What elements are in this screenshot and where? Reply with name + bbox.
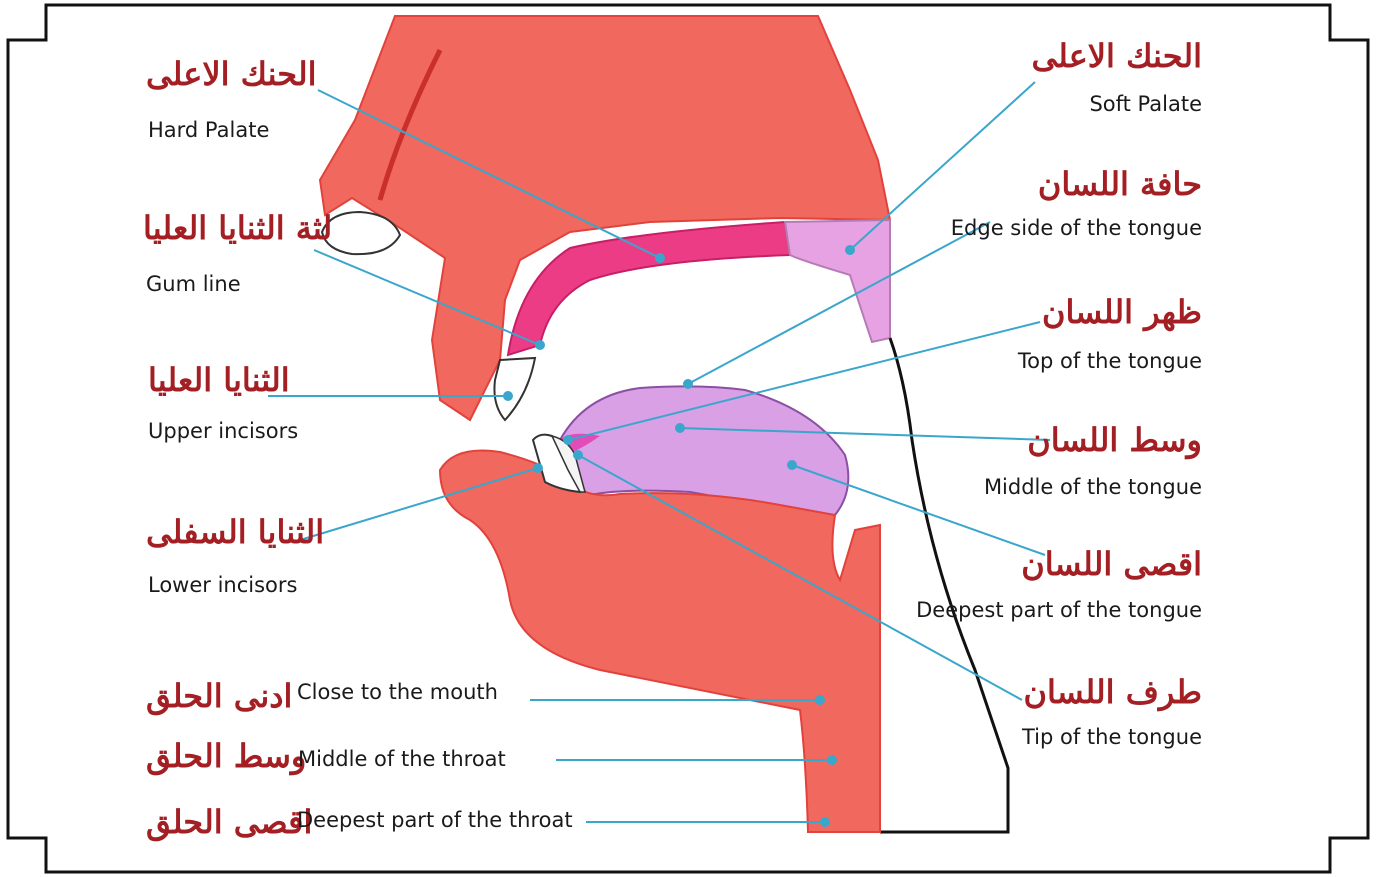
throat-close-label-ar: ادنى الحلق [146,680,292,712]
tongue-edge-label-en: Edge side of the tongue [951,218,1202,239]
throat-deepest-label-ar: اقصى الحلق [146,806,312,838]
tongue-deepest-label-en: Deepest part of the tongue [916,600,1202,621]
tongue-deepest-label-ar: اقصى اللسان [1021,548,1202,580]
upper-incisors-label-en: Upper incisors [148,421,298,442]
tongue-middle-label-en: Middle of the tongue [984,477,1202,498]
throat-close-label-en: Close to the mouth [297,682,498,703]
dot-tongue-deepest [788,461,796,469]
tongue-edge-label-ar: حافة اللسان [1038,168,1202,200]
dot-soft-palate [846,246,854,254]
dot-tongue-top [564,436,572,444]
tongue-top-label-ar: ظهر اللسان [1042,296,1202,328]
dot-tongue-edge [684,380,692,388]
upper-incisor-shape [494,358,535,420]
gum-line-label-en: Gum line [146,274,241,295]
dot-lower-incisors [534,464,542,472]
dot-throat-close [816,696,824,704]
dot-tongue-tip [574,451,582,459]
dot-upper-incisors [504,392,512,400]
lower-incisors-label-en: Lower incisors [148,575,297,596]
tongue-tip-label-en: Tip of the tongue [1022,727,1202,748]
tongue-tip-label-ar: طرف اللسان [1024,676,1202,708]
pharynx-wall [880,338,1008,832]
upper-incisors-label-ar: الثنايا العليا [148,364,290,396]
throat-middle-label-ar: وسط الحلق [146,740,306,772]
upper-jaw [320,16,890,420]
lower-incisors-label-ar: الثنايا السفلى [146,516,324,548]
dot-throat-middle [828,756,836,764]
tongue-top-label-en: Top of the tongue [1018,351,1202,372]
dot-hard-palate [656,254,664,262]
hard-palate-label-en: Hard Palate [148,120,269,141]
throat-deepest-label-en: Deepest part of the throat [297,810,573,831]
dot-gum-line [536,341,544,349]
tongue-middle-label-ar: وسط اللسان [1027,424,1202,456]
dot-throat-deepest [821,818,829,826]
soft-palate-label-ar: الحنك الاعلى [1031,40,1202,72]
throat-middle-label-en: Middle of the throat [298,749,506,770]
gum-line-label-ar: لثة الثنايا العليا [143,212,332,244]
hard-palate-label-ar: الحنك الاعلى [146,58,317,90]
dot-tongue-middle [676,424,684,432]
soft-palate-label-en: Soft Palate [1089,94,1202,115]
